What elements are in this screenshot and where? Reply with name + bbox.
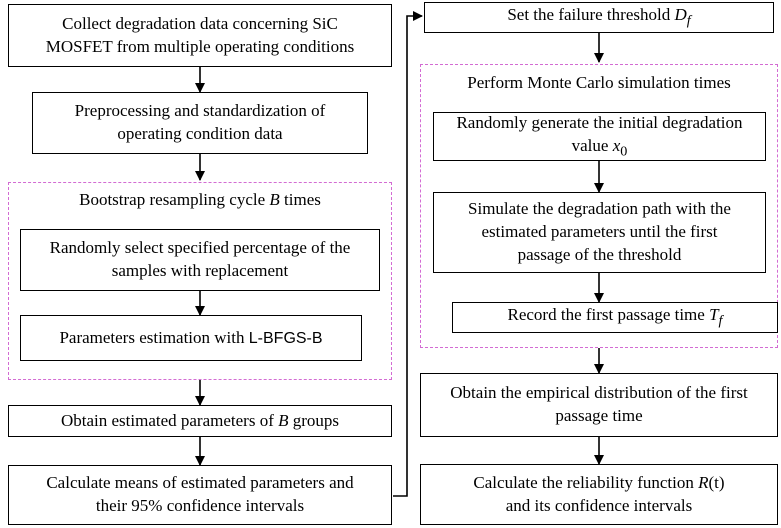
parameter-estimation-box: Parameters estimation with L-BFGS-B — [20, 315, 362, 361]
calculate-means-box: Calculate means of estimated parameters … — [8, 465, 392, 525]
record-text: Record the first passage time Tf — [507, 305, 723, 329]
init-line2: value x0 — [571, 135, 628, 160]
empirical-distribution-box: Obtain the empirical distribution of the… — [420, 373, 778, 437]
threshold-text: Set the failure threshold Df — [507, 5, 691, 29]
calc-line2: their 95% confidence intervals — [95, 496, 305, 515]
collect-line2: MOSFET from multiple operating condition… — [45, 36, 355, 56]
obtain-parameters-text: Obtain estimated parameters of B groups — [60, 410, 340, 430]
init-line1: Randomly generate the initial degradatio… — [456, 112, 743, 132]
record-passage-box: Record the first passage time Tf — [452, 302, 778, 333]
empirical-line2: passage time — [555, 406, 643, 425]
empirical-line1: Obtain the empirical distribution of the… — [450, 383, 748, 403]
arrow-calc-to-threshold — [393, 11, 423, 497]
monte-carlo-title: Perform Monte Carlo simulation times — [467, 73, 731, 92]
initial-value-box: Randomly generate the initial degradatio… — [433, 112, 766, 161]
collect-data-box: Collect degradation data concerning SiC … — [8, 4, 392, 67]
simulate-path-box: Simulate the degradation path with the e… — [433, 192, 766, 273]
calc-line1: Calculate means of estimated parameters … — [46, 473, 354, 493]
monte-carlo-group: Perform Monte Carlo simulation times — [420, 64, 778, 348]
bootstrap-group: Bootstrap resampling cycle B times — [8, 182, 392, 380]
preprocess-line2: operating condition data — [117, 124, 283, 143]
random-select-box: Randomly select specified percentage of … — [20, 229, 380, 291]
simulate-line3: passage of the threshold — [517, 244, 682, 264]
simulate-line2: estimated parameters until the first — [481, 222, 718, 242]
collect-line1: Collect degradation data concerning SiC — [62, 13, 338, 33]
reliability-line2: and its confidence intervals — [505, 495, 693, 515]
failure-threshold-box: Set the failure threshold Df — [424, 2, 774, 33]
preprocess-box: Preprocessing and standardization of ope… — [32, 92, 368, 154]
select-line1: Randomly select specified percentage of … — [49, 238, 351, 258]
estimate-text: Parameters estimation with — [59, 327, 249, 347]
select-line2: samples with replacement — [111, 261, 289, 280]
obtain-parameters-box: Obtain estimated parameters of B groups — [8, 405, 392, 437]
reliability-line1: Calculate the reliability function R(t) — [473, 472, 725, 492]
preprocess-line1: Preprocessing and standardization of — [74, 101, 326, 121]
bootstrap-title: Bootstrap resampling cycle B times — [79, 190, 321, 209]
reliability-function-box: Calculate the reliability function R(t) … — [420, 464, 778, 525]
simulate-line1: Simulate the degradation path with the — [468, 199, 731, 219]
estimate-method: L-BFGS-B — [248, 329, 323, 347]
